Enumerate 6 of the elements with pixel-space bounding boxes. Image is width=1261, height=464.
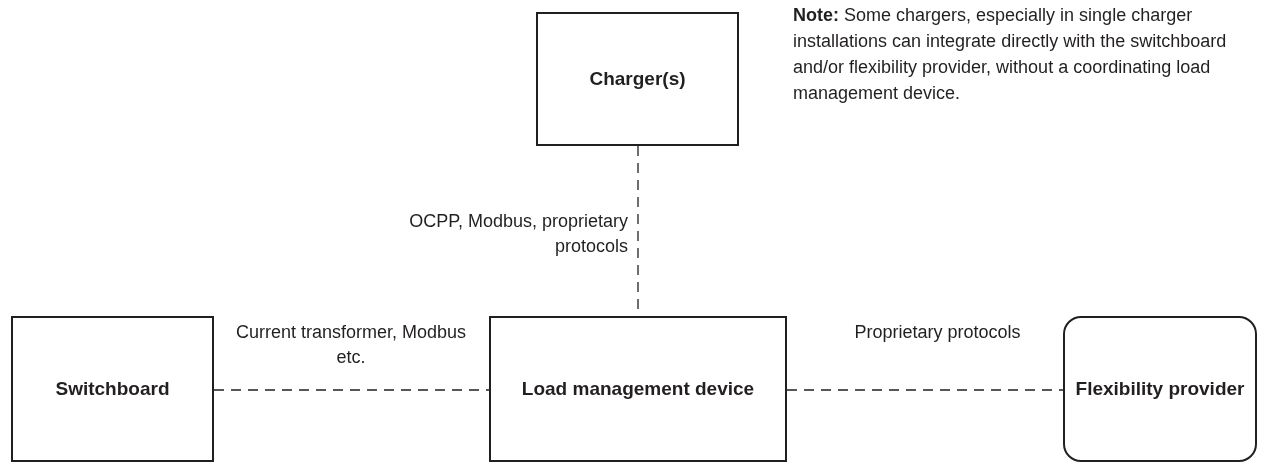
dashed-connector	[213, 389, 490, 391]
process-box: Load management device	[489, 316, 787, 462]
dashed-connector	[786, 389, 1064, 391]
rounded-box: Flexibility provider	[1063, 316, 1257, 462]
process-box: Charger(s)	[536, 12, 739, 146]
process-box: Switchboard	[11, 316, 214, 462]
